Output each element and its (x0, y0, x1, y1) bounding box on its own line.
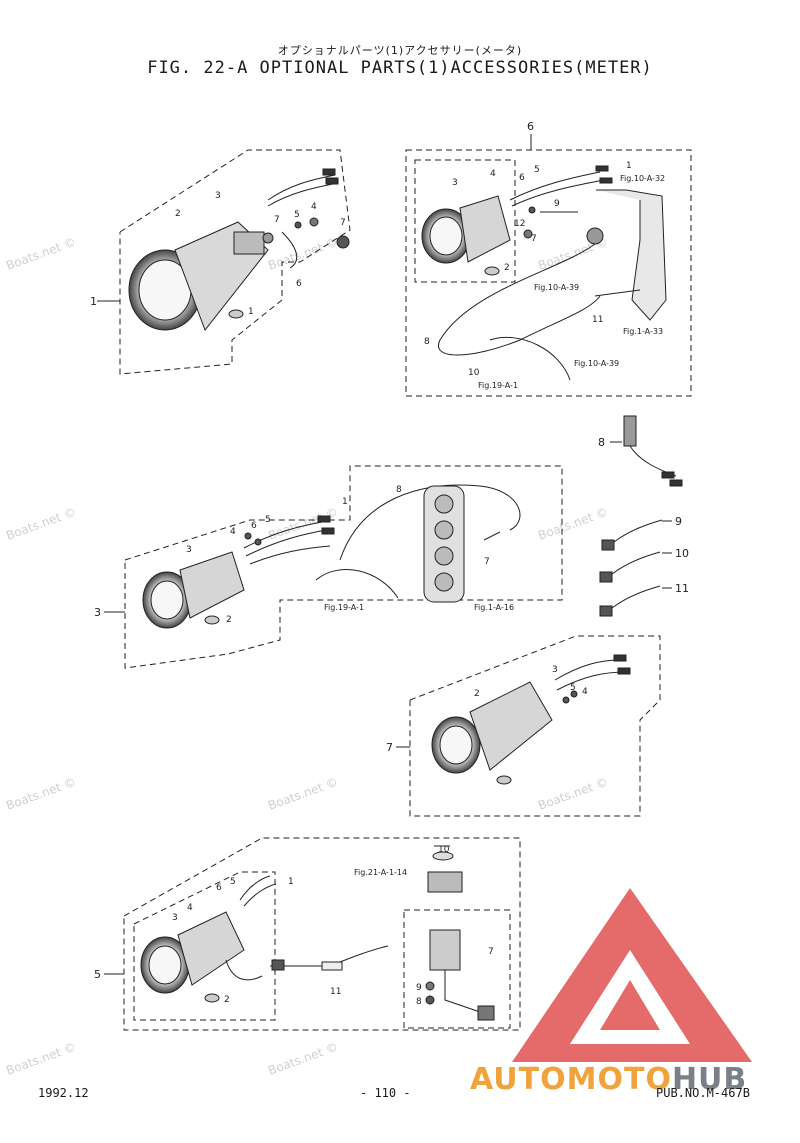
part-number: 8 (424, 337, 430, 347)
assembly-5 (104, 837, 521, 1031)
part-number: 3 (552, 665, 558, 675)
japanese-title: オプショナルパーツ(1)アクセサリー(メータ) (277, 44, 523, 57)
part-number: 2 (175, 209, 181, 219)
figure-title: FIG. 22-A OPTIONAL PARTS(1)ACCESSORIES(M… (147, 58, 653, 78)
watermark-text: Boats.net © (4, 1040, 78, 1078)
part-number: 5 (265, 515, 271, 525)
part-number: 2 (226, 615, 232, 625)
group-label: 6 (527, 120, 534, 133)
part-number: 5 (294, 210, 300, 220)
part-number: 11 (675, 582, 689, 595)
part-number: 1 (342, 497, 348, 507)
part-number: 6 (519, 173, 525, 183)
figure-reference: Fig.19-A-1 (478, 381, 518, 390)
group-label: 7 (386, 741, 393, 754)
footer-date: 1992.12 (38, 1086, 89, 1100)
part-number: 10 (468, 368, 480, 378)
assembly-3 (104, 465, 563, 669)
part-number: 10 (438, 845, 450, 855)
part-number: 1 (288, 877, 294, 887)
part-number: 8 (396, 485, 402, 495)
part-number: 10 (675, 547, 689, 560)
part-number: 2 (224, 995, 230, 1005)
watermark-text: Boats.net © (266, 775, 340, 813)
part-number: 7 (531, 234, 537, 244)
group-label: 1 (90, 295, 97, 308)
assembly-6-labels: 6 1 3 4 6 5 9 12 7 2 8 10 11 Fig.10-A-32… (424, 120, 665, 390)
part-number: 4 (187, 903, 193, 913)
part-number: 6 (216, 883, 222, 893)
part-number: 1 (626, 161, 632, 171)
watermark-text: Boats.net © (4, 505, 78, 543)
assembly-5-labels: 5 1 10 6 5 4 3 7 9 8 11 2 Fig.21-A-1-14 (94, 845, 494, 1007)
part-number: 4 (490, 169, 496, 179)
part-number: 7 (274, 215, 280, 225)
automotohub-logo-text: AUTOMOTOHUB (470, 1062, 747, 1097)
part-number: 7 (340, 218, 346, 228)
part-number: 9 (675, 515, 682, 528)
part-number: 4 (230, 527, 236, 537)
part-number: 3 (452, 178, 458, 188)
figure-reference: Fig.10-A-32 (620, 174, 665, 183)
assembly-8-labels: 8 9 10 11 (598, 436, 689, 595)
figure-reference: Fig.19-A-1 (324, 603, 364, 612)
assembly-7 (396, 635, 661, 817)
watermark-text: Boats.net © (536, 505, 610, 543)
figure-reference: Fig.10-A-39 (574, 359, 619, 368)
part-number: 7 (484, 557, 490, 567)
part-number: 4 (311, 202, 317, 212)
assembly-1-labels: 1 2 3 7 5 4 7 6 1 (90, 191, 346, 317)
watermark-text: Boats.net © (266, 235, 340, 273)
part-number: 1 (248, 307, 254, 317)
part-number: 11 (330, 987, 341, 997)
figure-reference: Fig.1-A-16 (474, 603, 514, 612)
part-number: 9 (416, 983, 422, 993)
watermark-text: Boats.net © (4, 235, 78, 273)
assembly-7-labels: 7 3 2 4 5 (386, 665, 588, 754)
part-number: 7 (488, 947, 494, 957)
assembly-6 (405, 134, 692, 397)
watermark-text: Boats.net © (4, 775, 78, 813)
part-number: 5 (534, 165, 540, 175)
part-number: 5 (570, 683, 576, 693)
group-label: 5 (94, 968, 101, 981)
assembly-8-parts (599, 415, 683, 617)
part-number: 11 (592, 315, 603, 325)
watermark-text: Boats.net © (266, 1040, 340, 1078)
part-number: 9 (554, 199, 560, 209)
part-number: 3 (186, 545, 192, 555)
figure-reference: Fig.10-A-39 (534, 283, 579, 292)
part-number: 3 (172, 913, 178, 923)
part-number: 8 (416, 997, 422, 1007)
part-number: 6 (251, 521, 257, 531)
part-number: 2 (474, 689, 480, 699)
watermarks: Boats.net © Boats.net © Boats.net © Boat… (4, 235, 610, 1078)
logo-part-2: HUB (671, 1062, 748, 1097)
footer-publication-number: PUB.NO.M-467B (656, 1086, 750, 1100)
group-label: 8 (598, 436, 605, 449)
watermark-text: Boats.net © (536, 775, 610, 813)
part-number: 5 (230, 877, 236, 887)
part-number: 3 (215, 191, 221, 201)
automotohub-logo-mark (512, 888, 752, 1062)
group-label: 3 (94, 606, 101, 619)
part-number: 4 (582, 687, 588, 697)
logo-part-1: AUTOMOTO (470, 1062, 672, 1097)
watermark-text: Boats.net © (266, 505, 340, 543)
assembly-3-labels: 3 8 1 4 6 5 3 7 2 Fig.19-A-1 Fig.1-A-16 (94, 485, 514, 625)
part-number: 2 (504, 263, 510, 273)
figure-reference: Fig.21-A-1-14 (354, 868, 407, 877)
part-number: 12 (514, 219, 525, 229)
figure-reference: Fig.1-A-33 (623, 327, 663, 336)
part-number: 6 (296, 279, 302, 289)
assembly-1 (97, 149, 351, 375)
footer-page-number: - 110 - (360, 1086, 411, 1100)
